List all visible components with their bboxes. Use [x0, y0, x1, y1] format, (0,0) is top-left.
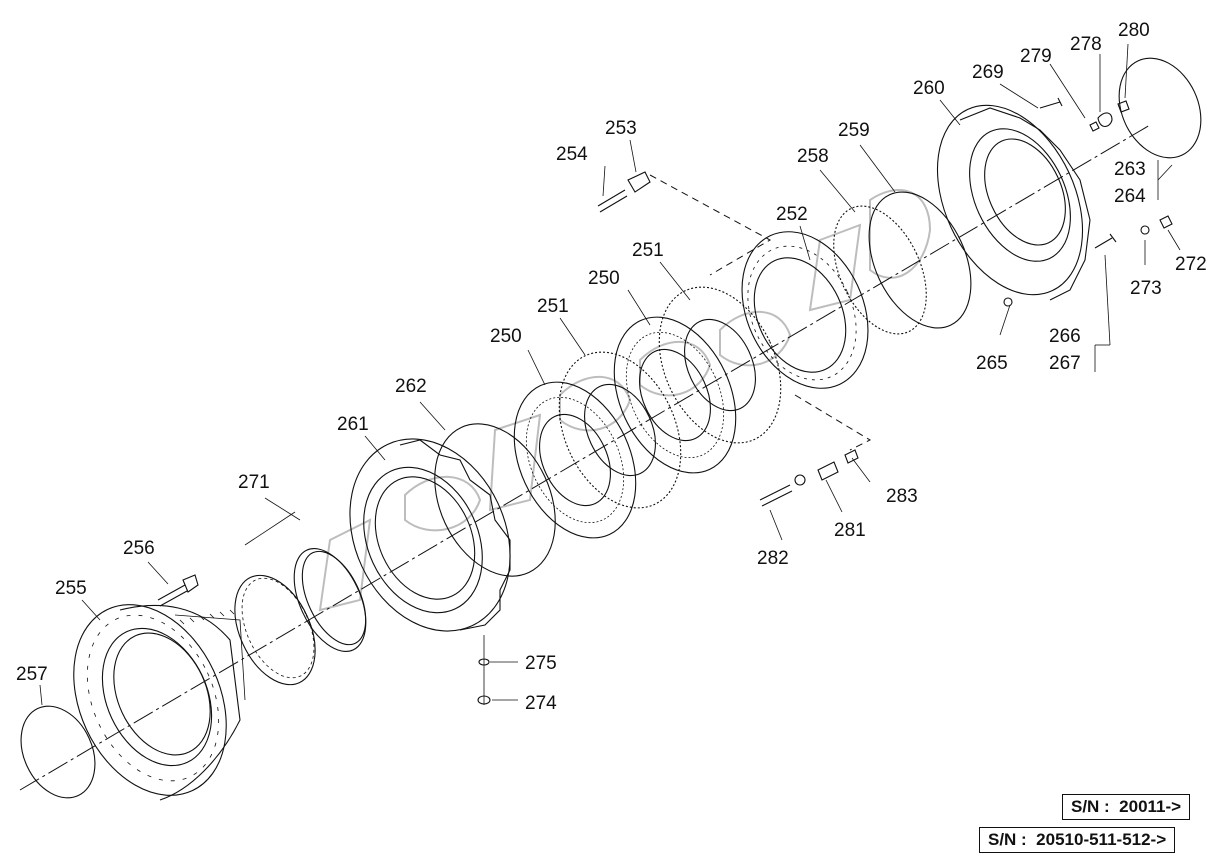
- callout-251-lower: 251: [537, 296, 569, 317]
- callout-272: 272: [1175, 254, 1207, 275]
- callout-269: 269: [972, 62, 1004, 83]
- callout-265: 265: [976, 353, 1008, 374]
- watermark: [318, 189, 932, 612]
- callout-271: 271: [238, 472, 270, 493]
- part-271-ring: [234, 548, 367, 686]
- friction-disc-stack: [513, 286, 782, 539]
- dashed-connectors: [483, 174, 872, 705]
- part-261-housing: [349, 438, 511, 632]
- callout-254: 254: [556, 144, 588, 165]
- callout-250-lower: 250: [490, 326, 522, 347]
- leader-lines: [39, 43, 1181, 706]
- callout-275: 275: [525, 653, 557, 674]
- callout-264: 264: [1114, 186, 1146, 207]
- part-256-bolt: [157, 574, 199, 607]
- serial-number-box-1: S/N : 20011->: [1062, 794, 1191, 820]
- callout-278: 278: [1070, 34, 1102, 55]
- callout-283: 283: [886, 486, 918, 507]
- part-255-flange: [73, 604, 246, 801]
- callout-279: 279: [1020, 46, 1052, 67]
- callout-274: 274: [525, 693, 557, 714]
- part-262-disc: [434, 423, 556, 577]
- callout-250-upper: 250: [588, 268, 620, 289]
- callout-281: 281: [834, 520, 866, 541]
- callout-266: 266: [1049, 326, 1081, 347]
- serial-number-box-2: S/N : 20510-511-512->: [979, 827, 1176, 853]
- callout-280: 280: [1118, 20, 1150, 41]
- callout-255: 255: [55, 578, 87, 599]
- callout-260: 260: [913, 78, 945, 99]
- callout-273: 273: [1130, 278, 1162, 299]
- part-258-259-rings: [833, 191, 972, 335]
- callout-263: 263: [1114, 159, 1146, 180]
- callout-267: 267: [1049, 353, 1081, 374]
- callout-261: 261: [337, 414, 369, 435]
- part-252-piston: [741, 231, 869, 389]
- callout-256: 256: [123, 538, 155, 559]
- center-axis: [19, 124, 1151, 791]
- small-parts: [477, 97, 1173, 705]
- callout-259: 259: [838, 120, 870, 141]
- callout-251-upper: 251: [632, 240, 664, 261]
- part-257-cover: [20, 705, 96, 799]
- callout-282: 282: [757, 548, 789, 569]
- part-260-housing: [936, 104, 1091, 301]
- part-263-264-cover: [1118, 57, 1202, 159]
- callout-258: 258: [797, 146, 829, 167]
- callout-257: 257: [16, 664, 48, 685]
- callout-253: 253: [605, 118, 637, 139]
- callout-252: 252: [776, 204, 808, 225]
- callout-labels: 257 255 256 271 261 262 250 251 250 251 …: [16, 20, 1207, 714]
- callout-262: 262: [395, 376, 427, 397]
